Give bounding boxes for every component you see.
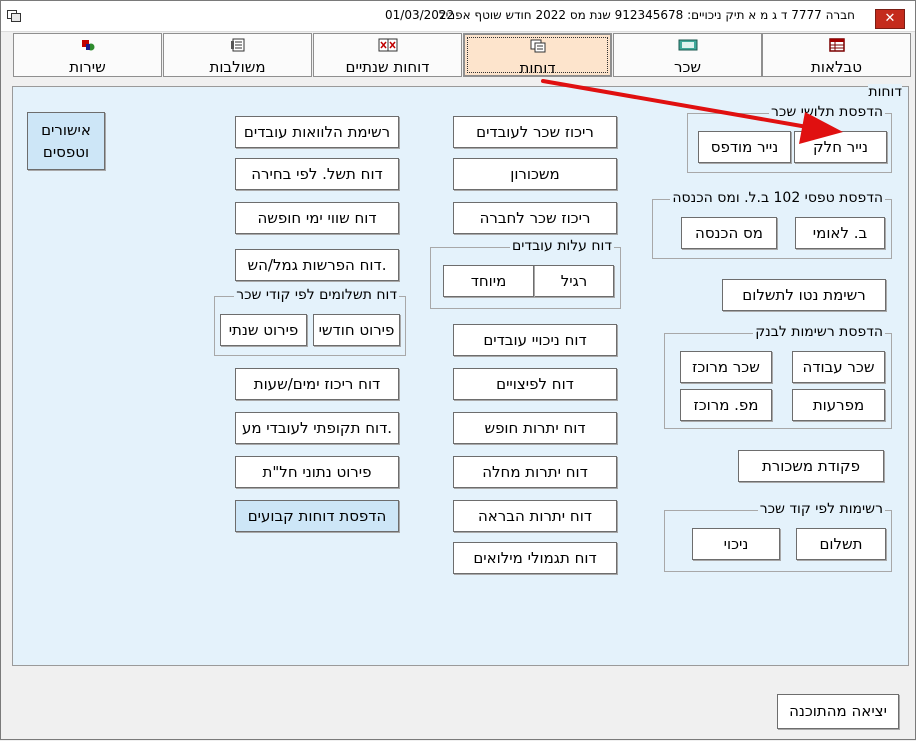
special-cost-button[interactable]: מיוחד <box>443 265 534 297</box>
payment-report-choice-button[interactable]: דוח תשל. לפי בחירה <box>235 158 399 190</box>
vacation-balance-button[interactable]: דוח יתרות חופש <box>453 412 617 444</box>
bank-lists-legend: הדפסת רשימות לבנק <box>753 324 885 340</box>
loans-list-button[interactable]: רשימת הלוואות עובדים <box>235 116 399 148</box>
close-window-button[interactable]: ✕ <box>875 9 905 29</box>
current-date: 01/03/2022 <box>385 8 455 22</box>
tab-tables-label: טבלאות <box>811 58 862 76</box>
service-icon <box>81 40 94 51</box>
approvals-forms-button[interactable]: אישורים וטפסים <box>27 112 105 170</box>
exit-program-button[interactable]: יציאה מהתוכנה <box>777 694 899 729</box>
lists-by-code-legend: רשימות לפי קוד שכר <box>757 501 885 517</box>
money-icon <box>678 39 697 51</box>
reports-icon <box>530 39 545 53</box>
tab-reports[interactable]: דוחות <box>463 33 612 77</box>
window-title: חברה 7777 ד ג מ א תיק ניכויים: 912345678… <box>438 8 855 22</box>
bank-lists-group: הדפסת רשימות לבנק שכר עבודה שכר מרוכז מפ… <box>664 324 892 429</box>
net-payment-list-button[interactable]: רשימת נטו לתשלום <box>722 279 886 311</box>
yearly-detail-button[interactable]: פירוט שנתי <box>220 314 307 346</box>
payments-by-code-group: דוח תשלומים לפי קודי שכר פירוט חודשי פיר… <box>214 287 406 356</box>
sick-data-detail-button[interactable]: פירוט נתוני חל"ת <box>235 456 399 488</box>
lists-by-code-group: רשימות לפי קוד שכר תשלום ניכוי <box>664 501 892 572</box>
tab-combined-label: משולבות <box>209 58 266 76</box>
income-tax-button[interactable]: מס הכנסה <box>681 217 777 249</box>
form102-legend: הדפסת טפסי 102 ב.ל. ומס הכנסה <box>670 190 885 206</box>
main-tabs: טבלאות שכר דוחות דוחות שנתיים משולבות שי… <box>13 33 911 79</box>
sick-balance-button[interactable]: דוח יתרות מחלה <box>453 456 617 488</box>
tab-annual-reports-label: דוחות שנתיים <box>345 58 430 76</box>
periodic-report-button[interactable]: דוח תקופתי לעובדי מע. <box>235 412 399 444</box>
salary-summary-employees-button[interactable]: ריכוז שכר לעובדים <box>453 116 617 148</box>
payslip-print-group: הדפסת תלושי שכר נייר חלק נייר מודפס <box>687 104 892 173</box>
tab-annual-reports[interactable]: דוחות שנתיים <box>313 33 462 77</box>
regular-cost-button[interactable]: רגיל <box>534 265 614 297</box>
severance-button[interactable]: דוח לפיצויים <box>453 368 617 400</box>
salary-order-button[interactable]: פקודת משכורת <box>738 450 884 482</box>
payslip-print-legend: הדפסת תלושי שכר <box>769 104 885 120</box>
monthly-detail-button[interactable]: פירוט חודשי <box>313 314 400 346</box>
tab-salary-label: שכר <box>673 58 702 76</box>
annual-reports-icon <box>378 38 397 52</box>
central-num-button[interactable]: מפ. מרוכז <box>680 389 772 421</box>
tab-focus-rect <box>467 37 608 73</box>
tab-service-label: שירות <box>69 58 106 76</box>
app-icon <box>7 10 21 22</box>
payroll-register-button[interactable]: משכורון <box>453 158 617 190</box>
employee-cost-legend: דוח עלות עובדים <box>510 238 614 254</box>
tab-tables[interactable]: טבלאות <box>762 33 911 77</box>
tab-combined[interactable]: משולבות <box>163 33 312 77</box>
close-icon: ✕ <box>884 11 896 26</box>
details-button[interactable]: מפרעות <box>792 389 885 421</box>
payment-list-button[interactable]: תשלום <box>796 528 886 560</box>
days-hours-summary-button[interactable]: דוח ריכוז ימים/שעות <box>235 368 399 400</box>
tab-salary[interactable]: שכר <box>613 33 762 77</box>
vacation-value-button[interactable]: דוח שווי ימי חופשה <box>235 202 399 234</box>
print-fixed-reports-button[interactable]: הדפסת דוחות קבועים <box>235 500 399 532</box>
central-salary-button[interactable]: שכר מרוכז <box>680 351 772 383</box>
employee-deductions-button[interactable]: דוח ניכויי עובדים <box>453 324 617 356</box>
tab-service[interactable]: שירות <box>13 33 162 77</box>
table-icon <box>828 38 845 52</box>
titlebar: 01/03/2022 חברה 7777 ד ג מ א תיק ניכויים… <box>1 1 915 32</box>
work-salary-button[interactable]: שכר עבודה <box>792 351 885 383</box>
salary-summary-company-button[interactable]: ריכוז שכר לחברה <box>453 202 617 234</box>
national-insurance-button[interactable]: ב. לאומי <box>795 217 885 249</box>
printed-paper-button[interactable]: נייר מודפס <box>698 131 791 163</box>
combined-icon <box>230 38 244 52</box>
employee-cost-group: דוח עלות עובדים רגיל מיוחד <box>430 238 621 309</box>
tab-reports-label: דוחות <box>519 59 556 77</box>
recovery-balance-button[interactable]: דוח יתרות הבראה <box>453 500 617 532</box>
smooth-paper-button[interactable]: נייר חלק <box>794 131 887 163</box>
panel-title: דוחות <box>868 84 902 100</box>
form102-group: הדפסת טפסי 102 ב.ל. ומס הכנסה ב. לאומי מ… <box>652 190 892 259</box>
reserve-duty-button[interactable]: דוח תגמולי מילואים <box>453 542 617 574</box>
provident-deductions-button[interactable]: דוח הפרשות גמל/הש. <box>235 249 399 281</box>
reports-panel: דוחות אישורים וטפסים רשימת הלוואות עובדי… <box>12 84 909 666</box>
payments-by-code-legend: דוח תשלומים לפי קודי שכר <box>234 287 399 303</box>
deduction-list-button[interactable]: ניכוי <box>692 528 780 560</box>
